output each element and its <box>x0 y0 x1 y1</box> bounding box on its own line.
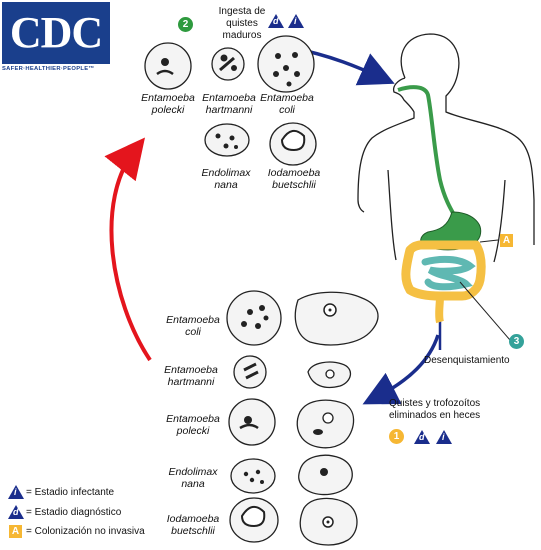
step-1-badge: 1 <box>389 429 404 444</box>
diagnostic-stage-icon: d <box>268 14 284 28</box>
step-2-text-line1: Ingesta de quistes <box>218 6 266 29</box>
legend-infective-text: = Estadio infectante <box>26 487 115 498</box>
legend-diagnostic-text: = Estadio diagnóstico <box>26 507 122 518</box>
human-body <box>357 33 535 263</box>
legend-infective-icon: i <box>8 485 24 499</box>
step-3-badge: 3 <box>509 334 524 349</box>
step-1-text-line1: Quistes y trofozoítos <box>389 398 481 409</box>
excretion-arrow <box>362 334 440 405</box>
troph-polecki-bottom <box>296 399 355 449</box>
cyst-coli-top <box>257 35 315 93</box>
legend-colonization-icon: A <box>9 525 22 538</box>
cycle-arrow-red <box>104 137 152 362</box>
cdc-logo-tagline: SAFER·HEALTHIER·PEOPLE™ <box>2 66 95 72</box>
step-2-text-line2: maduros <box>222 30 262 41</box>
cdc-logo: CDC SAFER·HEALTHIER·PEOPLE™ <box>2 2 110 78</box>
bottom-organisms <box>226 290 379 546</box>
step-3-text: Desenquistamiento <box>424 355 510 366</box>
diagnostic-stage-icon-step1: d <box>414 430 430 444</box>
step-2-text: Ingesta de quistes maduros <box>205 6 279 42</box>
step-1-text-line2: eliminados en heces <box>389 410 481 421</box>
cyst-hartmanni-bottom <box>233 355 267 389</box>
infective-stage-icon: i <box>288 14 304 28</box>
cdc-logo-word: CDC <box>2 2 110 64</box>
gi-tract <box>397 85 486 324</box>
cyst-coli-bottom <box>226 290 282 346</box>
troph-coli-bottom <box>294 291 379 346</box>
infective-stage-icon-step1: i <box>436 430 452 444</box>
cyst-nana-bottom <box>230 458 276 494</box>
cyst-polecki-bottom <box>228 398 276 446</box>
legend-diagnostic-icon: d <box>8 505 24 519</box>
step-1-text: Quistes y trofozoítos eliminados en hece… <box>389 398 480 422</box>
step-2-badge: 2 <box>178 17 193 32</box>
legend-colonization-text: = Colonización no invasiva <box>26 526 145 537</box>
colonization-marker: A <box>500 234 513 247</box>
cyst-polecki-top <box>144 42 192 90</box>
cyst-nana-top <box>204 123 250 157</box>
